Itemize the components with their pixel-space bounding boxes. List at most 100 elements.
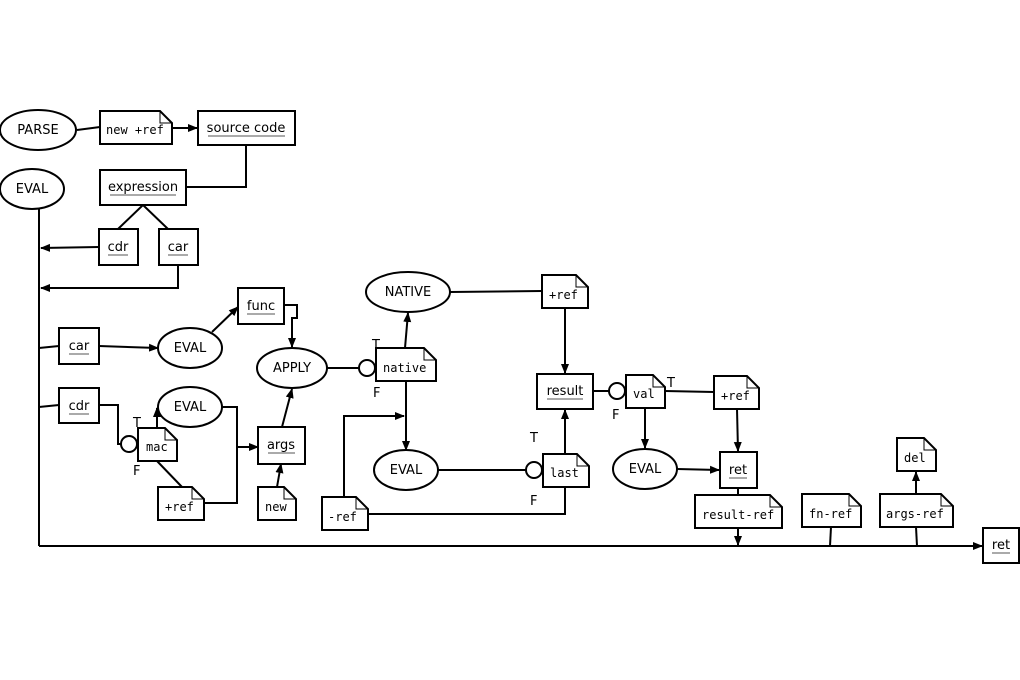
note-result-ref[interactable]: result-ref xyxy=(694,494,783,529)
label-mac-f: F xyxy=(133,464,140,479)
connector-mac xyxy=(120,435,138,453)
note-last[interactable]: last xyxy=(542,453,590,488)
edge-args-apply xyxy=(281,388,294,428)
label-mac-t: T xyxy=(132,416,141,431)
note-ref-mac[interactable]: +ref xyxy=(157,486,205,521)
connector-last xyxy=(525,461,543,479)
edge-expression-cdr1 xyxy=(117,204,144,230)
edge-native-nativeellipse xyxy=(403,312,412,349)
edge-trunk-cdr2 xyxy=(38,404,60,408)
edge-cdr2-mac xyxy=(99,404,121,445)
edge-fnref-trunk xyxy=(829,526,832,547)
svg-text:fn-ref: fn-ref xyxy=(809,507,852,521)
edge-nativeellipse-ref xyxy=(449,290,543,293)
note-minus-ref[interactable]: -ref xyxy=(321,496,369,531)
svg-text:args: args xyxy=(267,438,295,453)
edge-argsref-trunk xyxy=(915,526,918,547)
svg-text:last: last xyxy=(550,466,579,480)
box-func[interactable]: func xyxy=(237,287,285,325)
edge-eval-func xyxy=(211,306,239,333)
box-source-code[interactable]: source code xyxy=(197,110,296,146)
box-result[interactable]: result xyxy=(536,373,594,410)
edge-cdr1-trunk xyxy=(40,243,100,252)
label-val-t: T xyxy=(666,376,675,391)
svg-text:cdr: cdr xyxy=(108,240,129,255)
edge-eval-args xyxy=(222,406,259,451)
svg-text:new: new xyxy=(265,500,287,514)
box-ret-mid[interactable]: ret xyxy=(719,451,758,489)
node-eval-mid[interactable]: EVAL xyxy=(373,449,439,491)
svg-text:cdr: cdr xyxy=(69,399,90,414)
label-last-t: T xyxy=(529,431,538,446)
edge-val-ref xyxy=(664,390,715,393)
svg-text:car: car xyxy=(69,339,90,354)
node-parse[interactable]: PARSE xyxy=(0,109,77,151)
box-expression[interactable]: expression xyxy=(99,169,187,206)
node-apply[interactable]: APPLY xyxy=(256,347,328,389)
label-native-t: T xyxy=(371,338,380,353)
edge-last-loop xyxy=(368,487,566,515)
edge-ref-args xyxy=(204,447,238,504)
edge-trunk-car2 xyxy=(38,345,60,349)
svg-text:result: result xyxy=(547,384,584,399)
edge-func-apply xyxy=(284,304,298,348)
edge-parse-newref xyxy=(76,126,101,131)
box-args[interactable]: args xyxy=(257,426,306,465)
svg-text:EVAL: EVAL xyxy=(174,400,207,415)
svg-text:args-ref: args-ref xyxy=(886,507,944,521)
svg-text:+ref: +ref xyxy=(721,389,750,403)
svg-text:new +ref: new +ref xyxy=(106,123,164,137)
node-eval-val[interactable]: EVAL xyxy=(612,448,678,490)
box-car-1[interactable]: car xyxy=(158,228,199,266)
edges xyxy=(38,124,983,550)
label-val-f: F xyxy=(612,408,619,423)
svg-text:+ref: +ref xyxy=(549,288,578,302)
svg-text:func: func xyxy=(247,299,275,314)
svg-text:EVAL: EVAL xyxy=(16,182,49,197)
svg-text:-ref: -ref xyxy=(328,510,357,524)
edge-car1-trunk xyxy=(40,265,179,292)
note-ref-native[interactable]: +ref xyxy=(541,274,589,309)
note-mac[interactable]: mac xyxy=(137,427,178,462)
edge-minusref-loop xyxy=(343,412,405,497)
connector-native xyxy=(358,359,376,377)
edge-expression-car1 xyxy=(142,204,169,230)
svg-text:native: native xyxy=(383,361,426,375)
branch-labels: T F T F T F T F xyxy=(132,338,675,509)
note-fn-ref[interactable]: fn-ref xyxy=(801,493,862,528)
note-new-ref[interactable]: new +ref xyxy=(99,110,173,145)
svg-text:ret: ret xyxy=(729,463,747,478)
box-ret-end[interactable]: ret xyxy=(982,527,1020,564)
note-del[interactable]: del xyxy=(896,437,937,472)
svg-text:car: car xyxy=(168,240,189,255)
svg-text:PARSE: PARSE xyxy=(17,123,58,138)
svg-text:source code: source code xyxy=(207,121,286,136)
node-native[interactable]: NATIVE xyxy=(365,271,451,313)
box-car-2[interactable]: car xyxy=(58,327,100,365)
svg-text:APPLY: APPLY xyxy=(273,361,311,376)
note-val[interactable]: val xyxy=(625,374,666,409)
svg-text:+ref: +ref xyxy=(165,500,194,514)
box-cdr-1[interactable]: cdr xyxy=(98,228,139,266)
note-ref-val[interactable]: +ref xyxy=(713,375,760,410)
edge-car2-eval xyxy=(98,343,159,352)
node-eval-car[interactable]: EVAL xyxy=(157,327,223,369)
note-new[interactable]: new xyxy=(257,486,297,521)
label-last-f: F xyxy=(530,494,537,509)
edge-eval-ret xyxy=(676,465,720,474)
label-native-f: F xyxy=(373,386,380,401)
note-args-ref[interactable]: args-ref xyxy=(879,493,954,528)
svg-text:result-ref: result-ref xyxy=(702,508,774,522)
node-eval-start[interactable]: EVAL xyxy=(0,168,65,210)
connector-val xyxy=(608,382,626,400)
svg-text:expression: expression xyxy=(108,180,178,195)
note-native[interactable]: native xyxy=(375,347,437,382)
node-eval-mac[interactable]: EVAL xyxy=(157,386,223,428)
edge-mac-ref xyxy=(156,460,183,488)
box-cdr-2[interactable]: cdr xyxy=(58,387,100,424)
svg-text:mac: mac xyxy=(146,440,168,454)
svg-text:val: val xyxy=(633,387,655,401)
svg-text:ret: ret xyxy=(992,538,1010,553)
edge-new-args xyxy=(275,463,284,488)
